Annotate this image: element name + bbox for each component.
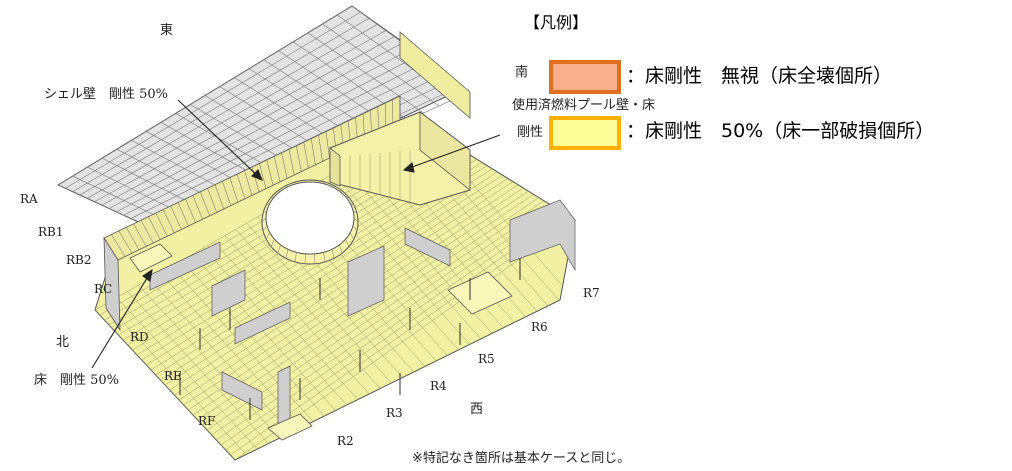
legend-title: 【凡例】 <box>524 9 588 33</box>
shell-wall-cylinder <box>262 180 358 264</box>
grid-label-rf: RF <box>198 415 215 427</box>
direction-west: 西 <box>470 403 483 416</box>
direction-east: 東 <box>160 24 173 37</box>
grid-label-r4: R4 <box>430 380 447 392</box>
grid-label-r5: R5 <box>478 353 495 365</box>
grid-label-r6: R6 <box>531 321 548 333</box>
grid-label-rd: RD <box>130 331 149 343</box>
callout-pool-wall-line2: 剛性 <box>517 126 543 139</box>
grid-label-r2: R2 <box>337 435 354 447</box>
grid-label-rb1: RB1 <box>38 226 64 238</box>
footnote: ※特記なき箇所は基本ケースと同じ。 <box>412 447 630 466</box>
grid-label-ra: RA <box>20 193 38 205</box>
legend-swatch-floor-ignored <box>549 60 621 94</box>
legend-item-floor-50: ：床剛性 50%（床一部破損個所） <box>626 122 934 141</box>
callout-floor: 床 剛性 50% <box>34 374 119 387</box>
legend-swatch-floor-50 <box>549 116 621 150</box>
legend-item-floor-ignored: ：床剛性 無視（床全壊個所） <box>626 67 892 86</box>
grid-label-r3: R3 <box>386 407 403 419</box>
grid-label-rc: RC <box>94 283 112 295</box>
callout-pool-wall-line1: 使用済燃料プール壁・床 <box>512 99 655 112</box>
grid-label-rb2: RB2 <box>66 254 92 266</box>
direction-south: 南 <box>515 66 528 79</box>
grid-label-r7: R7 <box>583 287 600 299</box>
direction-north: 北 <box>56 336 69 349</box>
callout-shell-wall: シェル壁 剛性 50% <box>44 88 168 101</box>
grid-label-re: RE <box>164 370 182 382</box>
